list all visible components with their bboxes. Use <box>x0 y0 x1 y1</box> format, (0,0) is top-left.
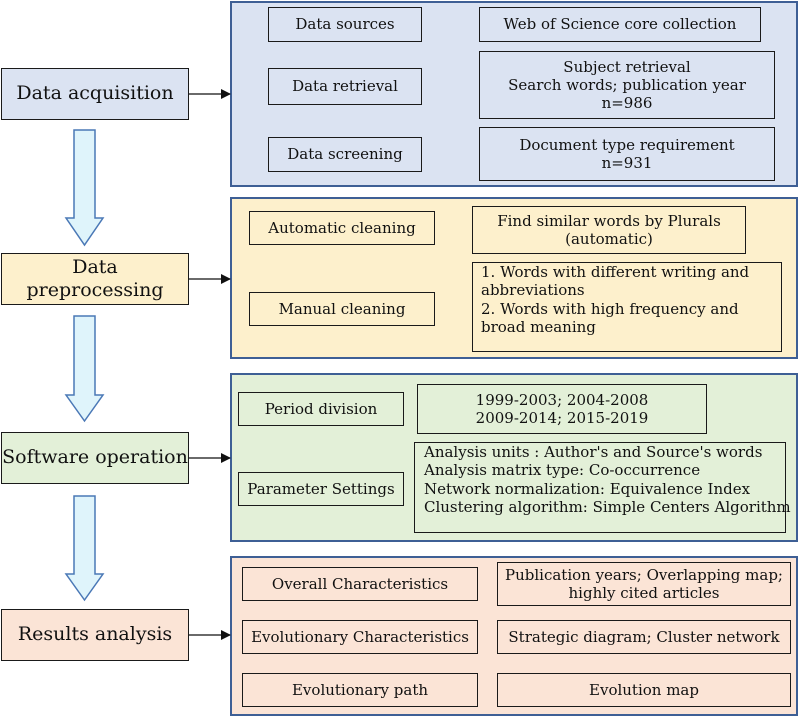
parameter-settings-value: Analysis units : Author's and Source's w… <box>414 442 791 533</box>
manual-cleaning-value: 1. Words with different writing and abbr… <box>472 262 782 352</box>
data-retrieval-line: n=986 <box>601 94 653 113</box>
stage-data-preprocessing: Data preprocessing <box>1 253 189 305</box>
evolutionary-characteristics-value: Strategic diagram; Cluster network <box>497 620 791 654</box>
period-division-label: Period division <box>238 392 404 426</box>
data-retrieval-label: Data retrieval <box>268 68 422 105</box>
overall-characteristics-label: Overall Characteristics <box>242 567 478 601</box>
period-division-line: 2009-2014; 2015-2019 <box>475 409 649 427</box>
overall-characteristics-line: Publication years; Overlapping map; <box>505 565 783 584</box>
parameter-settings-line: Network normalization: Equivalence Index <box>424 479 751 498</box>
manual-cleaning-label: Manual cleaning <box>249 292 435 326</box>
arrow-down-2 <box>64 315 105 423</box>
overall-characteristics-value: Publication years; Overlapping map; high… <box>497 562 791 606</box>
stage-results-analysis: Results analysis <box>1 609 189 661</box>
manual-cleaning-line: abbreviations <box>481 281 585 300</box>
data-screening-value: Document type requirement n=931 <box>479 127 775 181</box>
period-division-value: 1999-2003; 2004-2008 2009-2014; 2015-201… <box>417 384 707 434</box>
arrow-down-3 <box>64 495 105 602</box>
automatic-cleaning-value: Find similar words by Plurals (automatic… <box>472 206 746 254</box>
data-screening-line: Document type requirement <box>519 135 735 154</box>
period-division-line: 1999-2003; 2004-2008 <box>475 390 649 409</box>
arrow-down-1 <box>64 129 105 247</box>
evolutionary-path-label: Evolutionary path <box>242 673 478 707</box>
automatic-cleaning-line: Find similar words by Plurals <box>497 211 721 230</box>
data-retrieval-value: Subject retrieval Search words; publicat… <box>479 51 775 119</box>
evolutionary-path-value: Evolution map <box>497 673 791 707</box>
data-retrieval-line: Search words; publication year <box>508 75 746 94</box>
stage-software-operation: Software operation <box>1 432 189 484</box>
data-screening-label: Data screening <box>268 137 422 172</box>
manual-cleaning-line: 2. Words with high frequency and <box>481 299 739 318</box>
manual-cleaning-line: 1. Words with different writing and <box>481 263 750 281</box>
data-sources-label: Data sources <box>268 7 422 42</box>
overall-characteristics-line: highly cited articles <box>568 584 720 602</box>
parameter-settings-label: Parameter Settings <box>238 472 404 506</box>
manual-cleaning-line: broad meaning <box>481 317 596 336</box>
automatic-cleaning-line: (automatic) <box>565 230 653 248</box>
automatic-cleaning-label: Automatic cleaning <box>249 211 435 245</box>
parameter-settings-line: Analysis matrix type: Co-occurrence <box>424 461 701 480</box>
data-sources-value: Web of Science core collection <box>479 7 761 42</box>
data-retrieval-line: Subject retrieval <box>563 57 691 76</box>
evolutionary-characteristics-label: Evolutionary Characteristics <box>242 620 478 654</box>
data-screening-line: n=931 <box>601 154 653 172</box>
parameter-settings-line: Clustering algorithm: Simple Centers Alg… <box>424 497 791 516</box>
parameter-settings-line: Analysis units : Author's and Source's w… <box>424 443 763 461</box>
stage-data-acquisition: Data acquisition <box>1 68 189 120</box>
